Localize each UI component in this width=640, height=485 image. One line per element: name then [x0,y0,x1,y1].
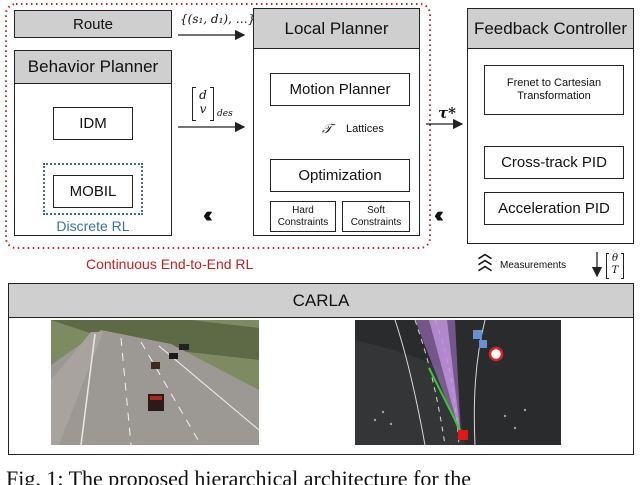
continuous-rl-region [5,3,431,249]
idm-label: IDM [79,114,107,132]
discrete-rl-label: Discrete RL [56,218,130,234]
hard-constraints-box: Hard Constraints [270,201,336,232]
tau-symbol: 𝒯 [322,122,332,137]
tau-star-label: τ* [438,104,456,122]
local-planner-title: Local Planner [284,18,389,38]
hard-constraints-label: Hard Constraints [277,204,329,228]
mobil-box: MOBIL [53,175,133,208]
route-output-label: {(s₁, d₁), …} [180,12,256,26]
route-box: Route [14,10,172,38]
car-2 [169,353,178,359]
discrete-rl-region [43,163,143,215]
motion-planner-label: Motion Planner [289,80,391,98]
optimization-label: Optimization [298,166,382,184]
cross-track-pid-label: Cross-track PID [501,153,607,171]
carla-planner-view [355,320,561,445]
throttle-label: T [611,265,619,276]
measurements-chevrons-icon: ︿︿︿ [478,245,492,273]
behavior-planner: Behavior Planner IDM MOBIL Discrete RL [14,50,172,236]
soft-constraints-label: Soft Constraints [350,204,402,228]
carla-box: CARLA [8,283,634,455]
carla-title: CARLA [292,290,350,310]
idm-box: IDM [53,107,133,140]
desired-v: v [199,102,207,116]
optimization-box: Optimization [270,159,410,192]
obstacle-1 [473,330,482,339]
obstacle-2 [479,340,487,348]
behavior-planner-header: Behavior Planner [15,51,171,84]
route-label: Route [72,15,114,33]
feedback-controller: Feedback Controller Frenet to Cartesian … [467,8,634,244]
carla-camera-view [51,320,259,445]
frenet-box: Frenet to Cartesian Transformation [484,65,624,115]
figure-caption: Fig. 1: The proposed hierarchical archit… [6,466,472,485]
theta-label: θ [611,253,619,264]
desired-state-label: d v des [191,87,242,123]
selected-path [428,367,465,439]
behavior-planner-title: Behavior Planner [27,57,159,76]
local-planner: Local Planner Motion Planner 𝒯 Lattices … [253,8,420,236]
local-planner-header: Local Planner [254,9,419,49]
lattices-label: Lattices [346,123,384,135]
mobil-label: MOBIL [69,182,117,200]
ego-vehicle-marker [458,430,468,440]
motion-planner-box: Motion Planner [270,73,410,106]
cross-track-pid-box: Cross-track PID [484,146,624,179]
frenet-label: Frenet to Cartesian Transformation [506,76,602,102]
measurements-label: Measurements [500,260,567,271]
acceleration-pid-label: Acceleration PID [498,199,610,217]
continuous-rl-label: Continuous End-to-End RL [86,256,254,272]
car-3 [151,362,160,369]
desired-subscript: des [217,109,233,119]
acceleration-pid-box: Acceleration PID [484,192,624,225]
stop-sign-icon [488,346,504,362]
feedback-controller-header: Feedback Controller [468,9,633,49]
soft-constraints-box: Soft Constraints [342,201,410,232]
feedback-controller-title: Feedback Controller [473,18,628,38]
control-output-label: θ T [605,253,625,279]
car-1 [179,344,189,350]
desired-d: d [199,88,207,102]
behavior-chevrons-icon: ‹‹‹ [203,202,213,227]
feedback-chevrons-icon: ‹‹‹ [434,202,444,227]
carla-header: CARLA [9,284,633,318]
